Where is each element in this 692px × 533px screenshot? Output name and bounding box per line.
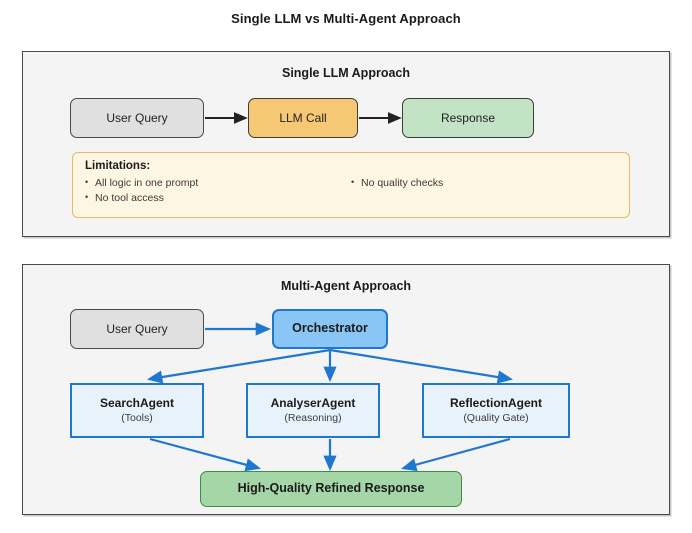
node-final-response[interactable]: High-Quality Refined Response [200, 471, 462, 507]
node-orchestrator-label: Orchestrator [292, 321, 368, 336]
node-analyser-agent-label: AnalyserAgent [270, 395, 356, 410]
node-user-query-multi-label: User Query [106, 321, 168, 336]
limitations-box: Limitations: All logic in one prompt No … [72, 152, 630, 218]
node-llm-call[interactable]: LLM Call [248, 98, 358, 138]
node-orchestrator[interactable]: Orchestrator [272, 309, 388, 349]
node-search-agent[interactable]: SearchAgent (Tools) [70, 383, 204, 438]
limitations-right-column: No quality checks [351, 176, 617, 206]
limitations-columns: All logic in one prompt No tool access N… [85, 176, 617, 206]
node-reflection-agent[interactable]: ReflectionAgent (Quality Gate) [422, 383, 570, 438]
panel-title-single-llm: Single LLM Approach [281, 66, 410, 80]
node-response-label: Response [440, 110, 496, 125]
panel-title-multi-agent: Multi-Agent Approach [280, 279, 412, 293]
node-final-response-label: High-Quality Refined Response [237, 481, 425, 496]
node-reflection-agent-sublabel: (Quality Gate) [463, 411, 529, 424]
limitation-item: No quality checks [351, 176, 617, 191]
limitations-left-column: All logic in one prompt No tool access [85, 176, 351, 206]
node-search-agent-sublabel: (Tools) [121, 411, 153, 424]
node-user-query-single[interactable]: User Query [70, 98, 204, 138]
node-search-agent-label: SearchAgent [99, 395, 175, 410]
page-title: Single LLM vs Multi-Agent Approach [231, 11, 461, 26]
node-user-query-single-label: User Query [106, 110, 168, 125]
node-analyser-agent-sublabel: (Reasoning) [284, 411, 342, 424]
node-llm-call-label: LLM Call [279, 110, 327, 125]
node-user-query-multi[interactable]: User Query [70, 309, 204, 349]
limitation-item: No tool access [85, 191, 351, 206]
node-reflection-agent-label: ReflectionAgent [449, 395, 542, 410]
node-analyser-agent[interactable]: AnalyserAgent (Reasoning) [246, 383, 380, 438]
node-response[interactable]: Response [402, 98, 534, 138]
limitations-heading: Limitations: [85, 160, 151, 172]
limitation-item: All logic in one prompt [85, 176, 351, 191]
